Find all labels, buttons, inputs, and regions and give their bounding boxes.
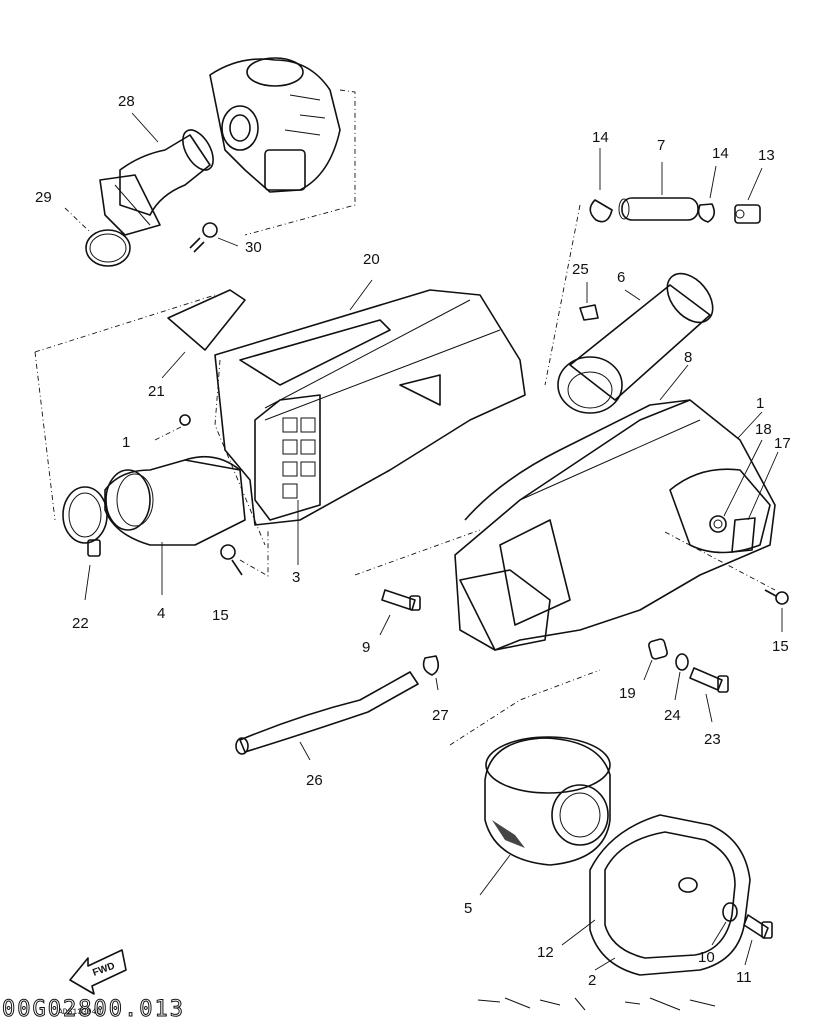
part-label-3: 3: [292, 569, 300, 586]
band-part-29: [64, 207, 131, 267]
fastener-part-1-left: [179, 414, 191, 426]
screw-part-9: [379, 589, 421, 636]
filter-element-part-5: [479, 736, 611, 896]
screw-part-30: [189, 222, 239, 253]
plate-code: ADS133040: [58, 1008, 101, 1017]
plate-part-21: [161, 289, 246, 379]
part-label-30: 30: [245, 239, 262, 256]
clip-part-14-left: [589, 148, 613, 223]
holder-part-17: [731, 451, 779, 553]
part-label-2: 2: [588, 972, 596, 989]
bolt-part-18: [709, 439, 763, 533]
reference-line-right: [664, 531, 776, 591]
bolt-part-23: [689, 667, 729, 723]
filter-cover-part-2: [561, 814, 751, 976]
clamp-part-22: [62, 486, 108, 601]
fitting-part-13: [734, 167, 763, 224]
reference-line-left-top: [34, 294, 216, 353]
part-label-15-left: 15: [212, 607, 229, 624]
part-label-12: 12: [537, 944, 554, 961]
part-labels: 28 29 30 20 21 1 22 4 15 3 14 7 14 13 25…: [35, 93, 791, 989]
part-label-26: 26: [306, 772, 323, 789]
clip-part-27: [422, 655, 440, 691]
reference-line-center: [354, 529, 481, 576]
part-label-17: 17: [774, 435, 791, 452]
screw-part-11: [743, 914, 773, 966]
intake-duct-part-4: [104, 455, 246, 595]
collar-part-19: [643, 638, 668, 681]
part-label-15-right: 15: [772, 638, 789, 655]
air-cleaner-case-part-8: [454, 364, 776, 651]
intake-tube-part-6: [557, 272, 714, 414]
washer-part-10: [711, 902, 738, 946]
hose-part-26: [235, 671, 419, 761]
reference-line-pipe: [544, 204, 581, 386]
part-label-8: 8: [684, 349, 692, 366]
part-label-24: 24: [664, 707, 681, 724]
part-label-27: 27: [432, 707, 449, 724]
part-label-14-left: 14: [592, 129, 609, 146]
reference-line-part-1-left: [154, 424, 186, 441]
part-label-22: 22: [72, 615, 89, 632]
part-label-21: 21: [148, 383, 165, 400]
leader-part-1-right: [737, 411, 763, 439]
part-label-23: 23: [704, 731, 721, 748]
footer-noise: [477, 997, 716, 1011]
part-label-9: 9: [362, 639, 370, 656]
clip-part-14-right: [697, 165, 717, 223]
part-label-25: 25: [572, 261, 589, 278]
part-label-29: 29: [35, 189, 52, 206]
air-cleaner-case-part-20: [214, 279, 526, 526]
part-label-1-right: 1: [756, 395, 764, 412]
part-label-5: 5: [464, 900, 472, 917]
carburetor-drawing: [209, 57, 356, 236]
part-label-18: 18: [755, 421, 772, 438]
part-label-6: 6: [617, 269, 625, 286]
reference-line-case: [214, 359, 266, 546]
part-label-20: 20: [363, 251, 380, 268]
footer-code: 00G02800.013: [2, 997, 185, 1022]
reference-line-left-side: [34, 351, 56, 521]
washer-part-24: [674, 653, 689, 701]
part-label-13: 13: [758, 147, 775, 164]
part-label-19: 19: [619, 685, 636, 702]
part-label-10: 10: [698, 949, 715, 966]
screw-part-15-right: [764, 589, 789, 632]
part-label-14-right: 14: [712, 145, 729, 162]
part-label-28: 28: [118, 93, 135, 110]
screw-part-15-left: [220, 530, 269, 577]
fwd-arrow: FWD: [69, 949, 127, 995]
part-label-11: 11: [736, 969, 752, 986]
part-label-1-left: 1: [122, 434, 130, 451]
carburetor-joint-part-28: [99, 112, 214, 236]
screw-part-25: [579, 282, 599, 321]
part-label-4: 4: [157, 605, 165, 622]
reference-line-filter: [449, 669, 601, 746]
pipe-part-7: [618, 162, 699, 221]
part-label-7: 7: [657, 137, 665, 154]
